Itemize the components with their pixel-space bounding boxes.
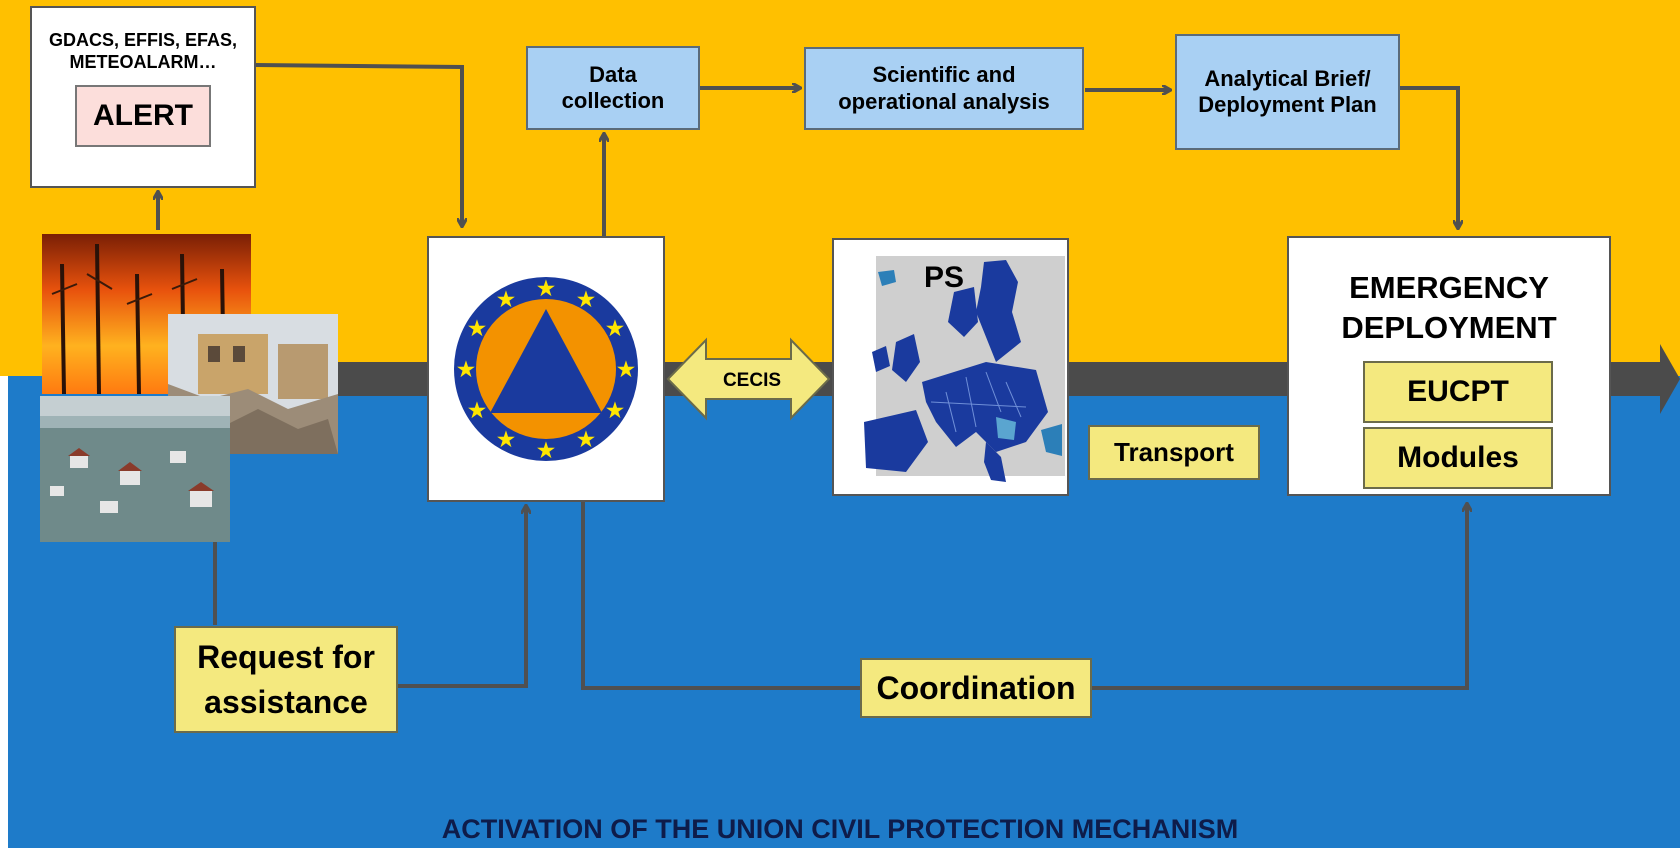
svg-text:★: ★ xyxy=(457,359,475,381)
alert-label: ALERT xyxy=(93,99,193,133)
svg-text:★: ★ xyxy=(468,318,486,340)
data-collection-label: Data collection xyxy=(561,61,665,113)
flood-photo xyxy=(40,396,230,542)
analysis-label: Scientific and operational analysis xyxy=(838,62,1050,114)
modules-box: Modules xyxy=(1363,427,1553,489)
svg-text:★: ★ xyxy=(537,278,555,300)
emergency-deployment-title: EMERGENCY DEPLOYMENT xyxy=(1341,270,1557,345)
svg-text:★: ★ xyxy=(577,429,595,451)
modules-label: Modules xyxy=(1397,441,1519,474)
coordination-label: Coordination xyxy=(876,669,1076,706)
svg-text:★: ★ xyxy=(537,440,555,462)
arrow-brief-to-deployment xyxy=(1400,86,1458,228)
svg-text:★: ★ xyxy=(468,400,486,422)
svg-text:★: ★ xyxy=(606,400,624,422)
coordination-box: Coordination xyxy=(860,658,1092,718)
analysis-box: Scientific and operational analysis xyxy=(804,47,1084,130)
alert-box: ALERT xyxy=(75,85,211,148)
cecis-double-arrow xyxy=(666,337,831,421)
participating-states-map-box: PS xyxy=(832,238,1069,496)
cecis-label: CECIS xyxy=(723,370,781,391)
eucpt-label: EUCPT xyxy=(1407,375,1509,408)
svg-text:★: ★ xyxy=(497,429,515,451)
svg-text:★: ★ xyxy=(497,289,515,311)
ercc-logo-box: ★ ★ ★ ★ ★ ★ ★ ★ ★ ★ ★ ★ xyxy=(427,236,665,502)
svg-text:★: ★ xyxy=(577,289,595,311)
svg-text:★: ★ xyxy=(617,359,635,381)
transport-label: Transport xyxy=(1114,436,1234,467)
brief-label: Analytical Brief/ Deployment Plan xyxy=(1198,65,1377,117)
transport-box: Transport xyxy=(1088,425,1260,480)
main-flow-arrowhead xyxy=(1660,344,1680,414)
emergency-deployment-box: EMERGENCY DEPLOYMENT EUCPT Modules xyxy=(1287,236,1611,496)
request-for-assistance-box: Request for assistance xyxy=(174,626,398,733)
eucpt-box: EUCPT xyxy=(1363,361,1553,423)
svg-text:★: ★ xyxy=(606,318,624,340)
arrow-sources-to-ercc xyxy=(255,63,462,226)
civil-protection-logo-icon: ★ ★ ★ ★ ★ ★ ★ ★ ★ ★ ★ ★ xyxy=(454,277,638,462)
line-ercc-to-coordination xyxy=(581,502,860,690)
europe-map-icon xyxy=(864,256,1065,482)
brief-box: Analytical Brief/ Deployment Plan xyxy=(1175,34,1400,150)
sources-box: GDACS, EFFIS, EFAS, METEOALARM… ALERT xyxy=(30,6,256,188)
arrow-request-to-ercc xyxy=(398,506,526,688)
diagram-title: ACTIVATION OF THE UNION CIVIL PROTECTION… xyxy=(441,814,1239,844)
request-label: Request for assistance xyxy=(197,638,375,720)
arrow-coordination-to-deployment xyxy=(1092,504,1467,690)
data-collection-box: Data collection xyxy=(526,46,700,130)
ps-label: PS xyxy=(924,261,965,294)
sources-label: GDACS, EFFIS, EFAS, METEOALARM… xyxy=(48,30,238,72)
